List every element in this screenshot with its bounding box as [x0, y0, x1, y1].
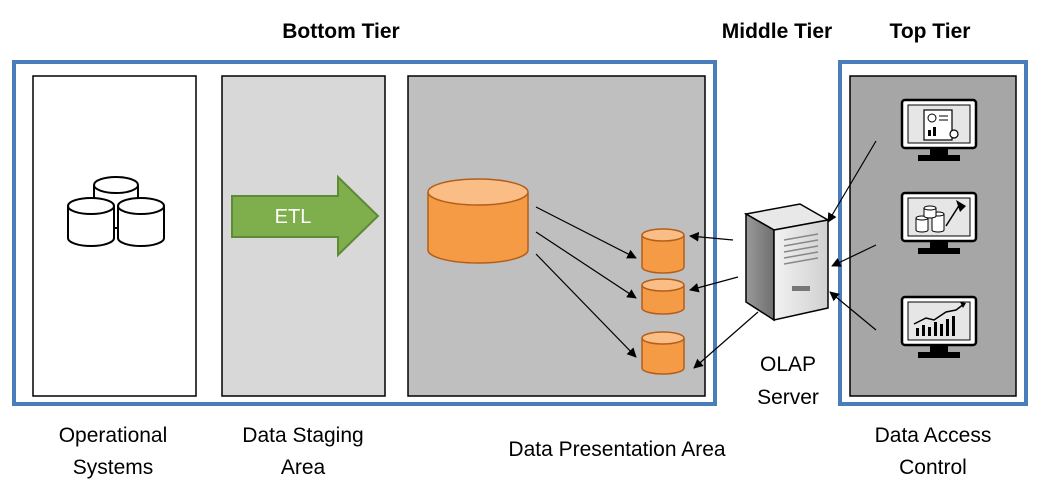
data-presentation-caption: Data Presentation Area	[508, 438, 725, 461]
warehouse-database-icon	[427, 178, 529, 264]
olap-server-label-line2: Server	[757, 386, 819, 409]
etl-label: ETL	[275, 206, 312, 228]
database-icon	[67, 176, 165, 247]
operational-systems-caption-line2: Systems	[73, 456, 154, 479]
data-access-caption-line2: Control	[899, 456, 967, 479]
access-to-server-arrows	[827, 140, 877, 331]
etl-arrow-icon: ETL	[231, 174, 380, 258]
data-staging-caption-line2: Area	[281, 456, 326, 479]
analytics-monitor-icon	[900, 295, 978, 358]
data-access-caption-line1: Data Access	[875, 424, 992, 447]
data-mart-icon-1	[641, 228, 685, 274]
bottom-tier-frame	[12, 60, 717, 406]
server-to-mart-arrows	[689, 232, 759, 369]
server-icon	[743, 203, 831, 322]
middle-tier-title: Middle Tier	[722, 20, 832, 43]
olap-server-label-line1: OLAP	[760, 353, 816, 376]
report-monitor-icon	[900, 98, 978, 161]
data-staging-caption-line1: Data Staging	[242, 424, 363, 447]
data-mart-icon-3	[641, 331, 685, 375]
warehouse-to-mart-arrows	[535, 206, 637, 358]
top-tier-title: Top Tier	[890, 20, 971, 43]
bottom-tier-title: Bottom Tier	[282, 20, 399, 43]
database-cylinder-left	[67, 197, 115, 247]
operational-systems-caption-line1: Operational	[59, 424, 168, 447]
mining-monitor-icon	[900, 191, 978, 254]
database-cylinder-right	[117, 197, 165, 247]
top-tier-frame	[838, 60, 1028, 406]
data-mart-icon-2	[641, 278, 685, 315]
